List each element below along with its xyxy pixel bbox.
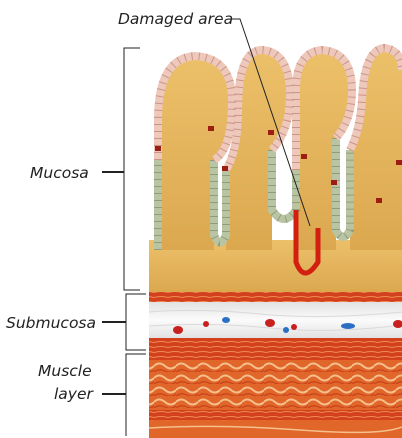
muscle-layer-label-line1: Muscle [38, 362, 92, 380]
damaged-area-label: Damaged area [118, 10, 233, 28]
submucosa-layer [149, 292, 402, 346]
muscle-layer-band [149, 346, 402, 438]
muscle-layer-label-line2: layer [54, 385, 95, 403]
submucosa-label: Submucosa [6, 314, 96, 332]
submucosa-bracket [102, 294, 146, 350]
muscle-layer-bracket [102, 354, 146, 436]
tissue-cross-section [149, 48, 402, 438]
mucosa-bracket [102, 48, 140, 290]
mucosa-label: Mucosa [30, 164, 89, 182]
